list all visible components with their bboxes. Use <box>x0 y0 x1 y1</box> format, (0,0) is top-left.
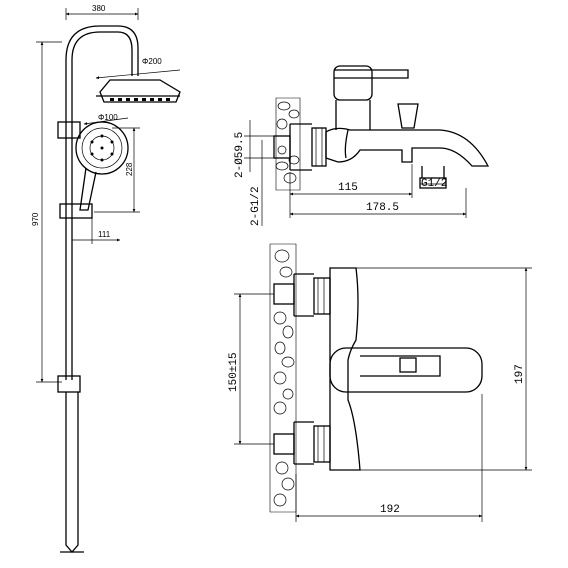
dim-shower-arm-reach: 380 <box>92 4 106 13</box>
bath-mixer-top-view: 150±15 197 192 <box>228 243 532 522</box>
dim-hand-to-slider: 228 <box>125 162 134 176</box>
dim-overall-depth: 178.5 <box>366 202 399 214</box>
slider-upper <box>57 121 81 139</box>
dim-handle-offset: 111 <box>98 230 111 239</box>
dim-total-width: 192 <box>380 504 400 516</box>
bath-mixer-side-view: G1/2 2-Ø59.5 2-G1/2 115 178.5 <box>234 65 490 226</box>
dim-total-height: 970 <box>31 212 40 226</box>
slider-lower <box>59 203 93 219</box>
dim-outlet-thread: G1/2 <box>421 178 447 190</box>
head-shower-icon <box>96 79 181 103</box>
dim-head-diameter: Φ200 <box>142 57 162 66</box>
dim-inlet-spacing: 150±15 <box>228 352 240 392</box>
diverter <box>57 375 81 393</box>
dim-hand-shower-diameter: Φ100 <box>98 113 118 122</box>
shower-column-view: 380 Φ200 Φ100 228 970 111 <box>31 4 181 553</box>
dim-total-width-side: 197 <box>514 364 526 384</box>
dim-thread: 2-G1/2 <box>250 186 262 226</box>
dim-spout-length: 115 <box>338 182 358 194</box>
hand-shower-icon <box>75 121 129 211</box>
dim-pipe-size: 2-Ø59.5 <box>234 132 246 178</box>
